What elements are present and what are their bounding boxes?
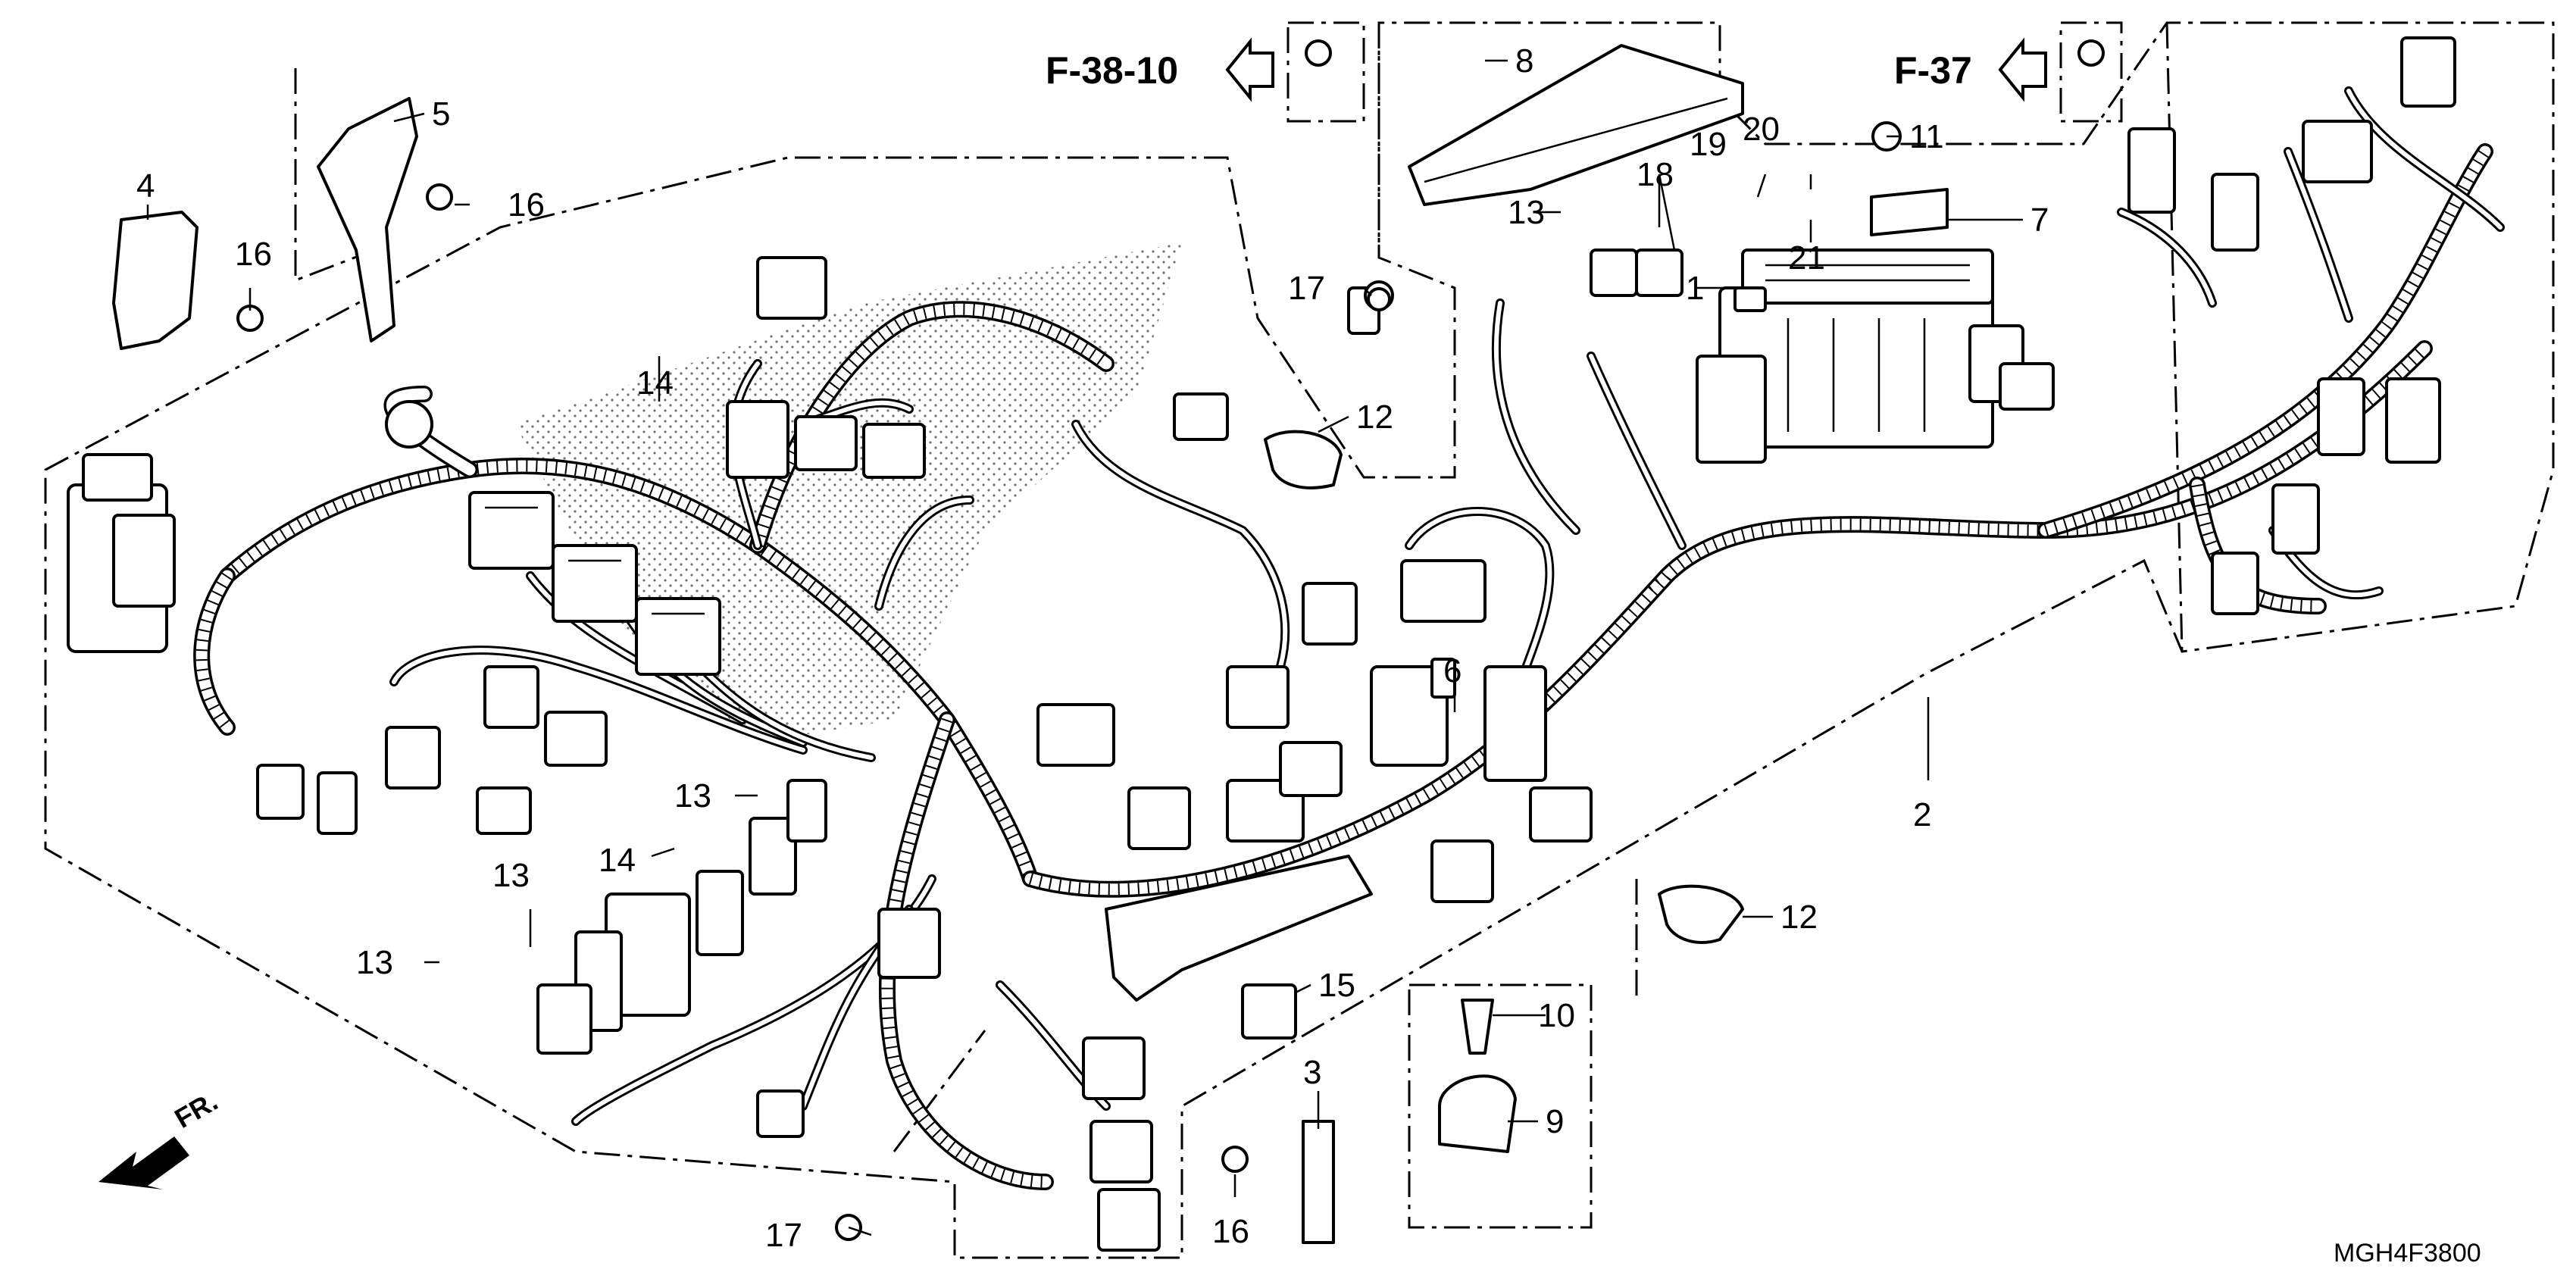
callout-8: 8 (1515, 42, 1533, 80)
callouts: 1 2 3 4 5 6 7 8 9 10 11 12 12 13 13 13 1… (136, 42, 2049, 1254)
callout-18: 18 (1637, 156, 1674, 193)
bolts (236, 39, 2105, 1241)
reference-f37[interactable]: F-37 (1894, 37, 2047, 102)
callout-19: 19 (1690, 126, 1727, 163)
callout-4: 4 (136, 167, 155, 205)
callout-6: 6 (1443, 652, 1462, 689)
callout-1: 1 (1686, 270, 1704, 307)
callout-17a: 17 (1288, 270, 1325, 307)
callout-16a: 16 (235, 236, 272, 273)
callout-11: 11 (1909, 118, 1944, 155)
connector-row (468, 491, 721, 676)
small-connectors (256, 36, 2456, 1252)
callout-13c: 13 (492, 857, 530, 894)
front-label: FR. (170, 1085, 224, 1134)
reference-f38[interactable]: F-38-10 (1046, 37, 1274, 102)
fuse-box-cover (1408, 44, 1744, 206)
callout-7: 7 (2030, 202, 2049, 239)
left-connector-block (67, 400, 433, 653)
callout-20: 20 (1743, 111, 1780, 148)
brackets (112, 97, 1949, 1244)
leader-lines (146, 59, 2023, 1236)
reference-f38-label: F-38-10 (1046, 49, 1178, 92)
callout-14a: 14 (636, 364, 674, 402)
fuse-box (1696, 249, 1994, 464)
callout-13d: 13 (356, 944, 393, 981)
small-parts (1241, 286, 1767, 1039)
front-direction: FR. (98, 1085, 223, 1190)
callout-12b: 12 (1780, 899, 1818, 936)
callout-17b: 17 (765, 1217, 802, 1254)
shading-region (515, 242, 1182, 742)
clips (1264, 280, 1744, 1153)
front-arrow-icon (98, 1136, 189, 1190)
callout-14b: 14 (599, 842, 636, 879)
callout-21: 21 (1788, 239, 1825, 277)
callout-13a: 13 (1508, 194, 1545, 231)
drawing-code: MGH4F3800 (2334, 1239, 2481, 1268)
callout-5: 5 (432, 95, 450, 133)
callout-16c: 16 (1212, 1213, 1249, 1250)
callout-2: 2 (1913, 796, 1931, 833)
callout-9: 9 (1546, 1103, 1564, 1140)
connectors (67, 36, 2456, 1252)
callout-3: 3 (1303, 1054, 1321, 1091)
callout-15: 15 (1318, 967, 1355, 1004)
callout-13b: 13 (674, 777, 711, 814)
reference-f37-label: F-37 (1894, 49, 1972, 92)
callout-12a: 12 (1356, 399, 1393, 436)
group-boundaries (44, 21, 2555, 1259)
harness-protector (1105, 855, 1373, 1002)
callout-10: 10 (1538, 997, 1575, 1034)
callout-16b: 16 (508, 186, 545, 224)
